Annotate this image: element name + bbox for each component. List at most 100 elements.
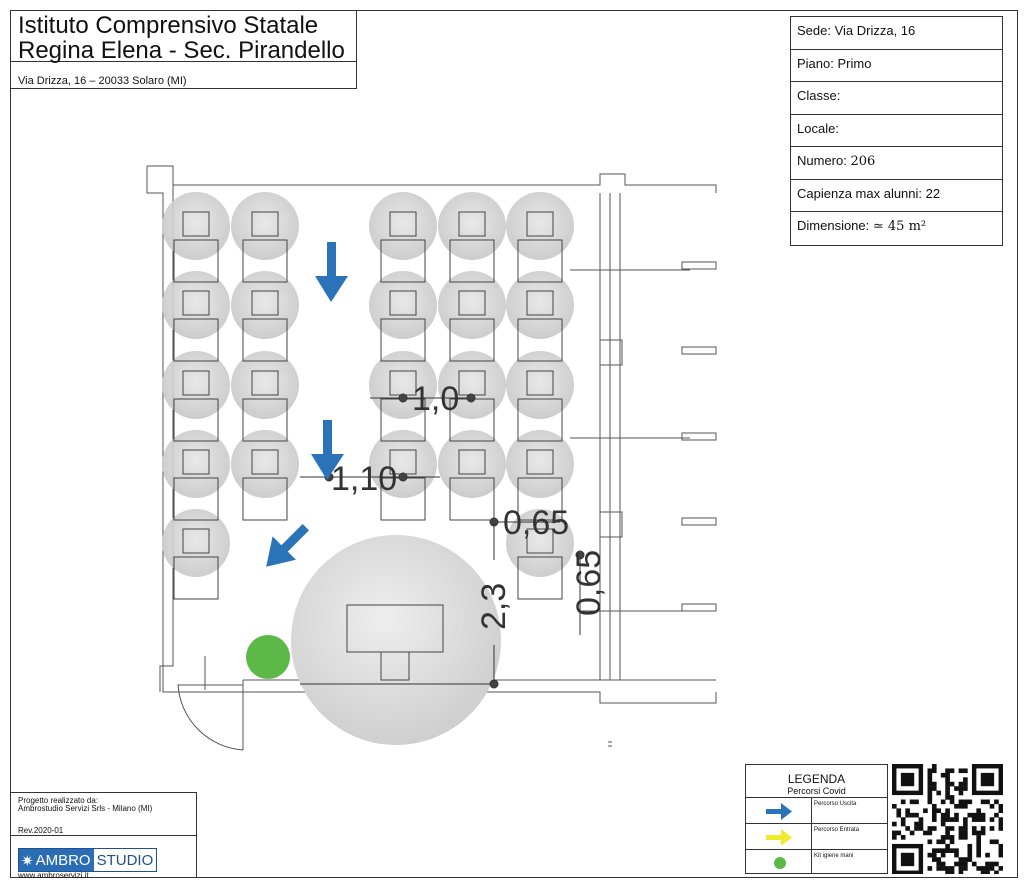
student-chair bbox=[182, 449, 210, 475]
student-chair bbox=[182, 211, 210, 237]
distance-circle bbox=[231, 192, 299, 260]
distance-circle bbox=[162, 509, 230, 577]
credit-line2: Ambrostudio Servizi Srls - Milano (MI) bbox=[18, 804, 153, 813]
legend-label: Kit igiene mani bbox=[814, 853, 854, 859]
exit-arrow-icon bbox=[266, 524, 309, 567]
credit-line1: Progetto realizzato da: bbox=[18, 796, 99, 805]
address-block: Via Drizza, 16 – 20033 Solaro (MI) bbox=[10, 62, 357, 89]
school-title-line2: Regina Elena - Sec. Pirandello bbox=[18, 37, 345, 64]
dimension-label-3: 0,65 bbox=[503, 504, 569, 542]
student-desk bbox=[517, 239, 563, 283]
sun-icon: ✷ bbox=[21, 852, 34, 870]
info-piano: Piano: Primo bbox=[791, 50, 1002, 82]
distance-circle bbox=[369, 351, 437, 419]
distance-circle bbox=[369, 192, 437, 260]
dimension-label-5: 2,3 bbox=[475, 583, 513, 630]
distance-circle bbox=[162, 430, 230, 498]
title-block: Istituto Comprensivo Statale Regina Elen… bbox=[10, 10, 357, 64]
distance-circle bbox=[438, 192, 506, 260]
student-chair bbox=[526, 528, 554, 554]
yellow-arrow-icon bbox=[766, 829, 792, 846]
info-classe: Classe: bbox=[791, 82, 1002, 115]
blue-arrow-icon bbox=[766, 803, 792, 820]
info-capienza: Capienza max alunni: 22 bbox=[791, 180, 1002, 212]
info-locale: Locale: bbox=[791, 115, 1002, 147]
student-desk bbox=[242, 239, 288, 283]
legend-row-entry: Percorso Entrata bbox=[746, 823, 887, 849]
school-address: Via Drizza, 16 – 20033 Solaro (MI) bbox=[18, 75, 187, 87]
teacher-distance-circle bbox=[291, 535, 501, 745]
student-chair bbox=[182, 370, 210, 396]
student-desk bbox=[242, 318, 288, 362]
student-chair bbox=[251, 211, 279, 237]
legend-row-kit: Kit igiene mani bbox=[746, 849, 887, 875]
teacher-chair bbox=[380, 651, 410, 681]
student-chair bbox=[251, 449, 279, 475]
school-title-line1: Istituto Comprensivo Statale bbox=[18, 12, 319, 39]
revision: Rev.2020-01 bbox=[18, 826, 64, 835]
distance-circle bbox=[438, 351, 506, 419]
student-chair bbox=[526, 290, 554, 316]
student-desk bbox=[380, 239, 426, 283]
distance-circle bbox=[231, 430, 299, 498]
student-desk bbox=[517, 318, 563, 362]
credit-divider bbox=[10, 835, 196, 836]
student-desk bbox=[173, 318, 219, 362]
student-chair bbox=[526, 449, 554, 475]
distance-circle bbox=[369, 430, 437, 498]
distance-circle bbox=[369, 271, 437, 339]
legend-title: LEGENDA bbox=[787, 772, 846, 786]
website-link[interactable]: www.ambroservizi.it bbox=[18, 871, 89, 880]
student-chair bbox=[389, 290, 417, 316]
distance-circle bbox=[231, 271, 299, 339]
legend-row-exit: Percorso Uscita bbox=[746, 797, 887, 823]
student-desk bbox=[449, 239, 495, 283]
distance-circle bbox=[438, 430, 506, 498]
dimension-label-1: 1,0 bbox=[412, 380, 459, 418]
student-chair bbox=[182, 290, 210, 316]
credits-block: Progetto realizzato da: Ambrostudio Serv… bbox=[10, 792, 197, 880]
legend-label: Percorso Uscita bbox=[814, 801, 857, 807]
student-chair bbox=[182, 528, 210, 554]
info-numero: Numero: 206 bbox=[791, 147, 1002, 180]
student-desk bbox=[173, 239, 219, 283]
distance-circle bbox=[506, 271, 574, 339]
distance-circle bbox=[506, 509, 574, 577]
exit-arrow-icon bbox=[315, 242, 348, 302]
distance-circle bbox=[162, 192, 230, 260]
dimensione-label: Dimensione: bbox=[797, 218, 870, 233]
student-desk bbox=[517, 477, 563, 521]
dimensione-value: ≃ 45 m² bbox=[872, 219, 927, 234]
exit-arrows bbox=[266, 242, 348, 567]
green-dot-icon bbox=[774, 857, 786, 869]
student-desk bbox=[242, 477, 288, 521]
room-info-table: Sede: Via Drizza, 16 Piano: Primo Classe… bbox=[790, 16, 1003, 246]
student-chair bbox=[389, 211, 417, 237]
student-desk bbox=[517, 398, 563, 442]
exit-arrow-icon bbox=[311, 420, 344, 480]
distance-circle bbox=[438, 271, 506, 339]
info-sede: Sede: Via Drizza, 16 bbox=[791, 17, 1002, 50]
legend-box: LEGENDA Percorsi Covid Percorso Uscita P… bbox=[745, 764, 888, 874]
info-dimensione: Dimensione: ≃ 45 m² bbox=[791, 212, 1002, 245]
dimension-label-4: 0,65 bbox=[570, 550, 608, 616]
student-desk bbox=[380, 318, 426, 362]
student-chair bbox=[458, 211, 486, 237]
legend-label: Percorso Entrata bbox=[814, 827, 860, 833]
logo-text-a: AMBRO bbox=[35, 852, 91, 869]
distance-circle bbox=[506, 192, 574, 260]
numero-label: Numero: bbox=[797, 153, 847, 168]
student-chair bbox=[458, 449, 486, 475]
dimension-label-2: 1,10 bbox=[331, 460, 397, 498]
student-desk bbox=[449, 318, 495, 362]
student-desk bbox=[517, 556, 563, 600]
teacher-area bbox=[291, 535, 501, 745]
logo-text-b: STUDIO bbox=[93, 849, 157, 871]
desk-group bbox=[162, 192, 574, 600]
qr-code-icon[interactable] bbox=[892, 764, 1003, 874]
student-chair bbox=[526, 370, 554, 396]
student-chair bbox=[458, 290, 486, 316]
distance-circle bbox=[231, 351, 299, 419]
student-desk bbox=[173, 398, 219, 442]
